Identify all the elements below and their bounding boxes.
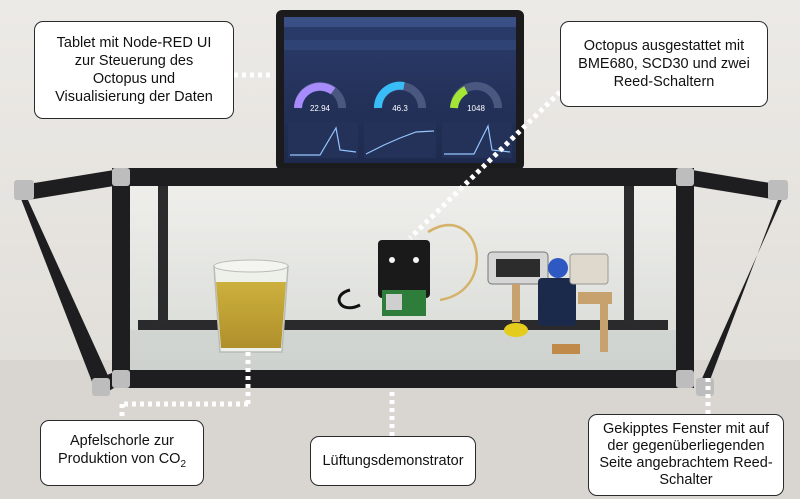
gauge-humidity-value: 46.3 [392, 104, 408, 113]
callout-octopus-line2: BME680, SCD30 und zwei [578, 56, 750, 72]
gauge-temperature: 22.94 [294, 82, 346, 113]
callout-demonstrator-label: Lüftungsdemonstrator [322, 453, 464, 469]
gauge-co2: 1048 [450, 82, 502, 113]
callout-tablet-line2: zur Steuerung des [74, 53, 194, 69]
tablet: 22.94 46.3 1048 [276, 10, 524, 170]
gauge-humidity: 46.3 [373, 81, 426, 113]
callout-fenster-line2: der gegenüberliegenden [607, 438, 765, 454]
callout-fenster-line3: Seite angebrachtem Reed- [599, 455, 773, 471]
aluminium-frame [16, 168, 788, 396]
callout-octopus-line3: Reed-Schaltern [613, 74, 715, 90]
callout-tablet: Tablet mit Node-RED UI zur Steuerung des… [34, 21, 234, 119]
callout-octopus-line1: Octopus ausgestattet mit [583, 38, 745, 54]
callout-fenster: Gekipptes Fenster mit auf der gegenüberl… [588, 414, 784, 496]
gauge-temperature-value: 22.94 [310, 104, 331, 113]
callout-octopus: Octopus ausgestattet mit BME680, SCD30 u… [560, 21, 768, 107]
gauge-co2-value: 1048 [467, 104, 485, 113]
callout-tablet-line3: Octopus und [92, 71, 176, 87]
callout-tablet-line4: Visualisierung der Daten [55, 89, 213, 105]
callout-apfelschorle-subscript: 2 [180, 458, 187, 470]
callout-tablet-line1: Tablet mit Node-RED UI [56, 35, 212, 51]
callout-apfelschorle: Apfelschorle zur Produktion von CO2 [40, 420, 204, 486]
callout-fenster-line1: Gekipptes Fenster mit auf [602, 421, 769, 437]
window-model [487, 251, 612, 354]
octopus-board [337, 223, 478, 316]
callout-demonstrator: Lüftungsdemonstrator [310, 436, 476, 486]
callout-fenster-line4: Schalter [659, 472, 713, 488]
callout-apfelschorle-line1: Apfelschorle zur [70, 433, 174, 450]
callout-apfelschorle-co: Produktion von CO [57, 451, 181, 468]
juice-glass [213, 259, 289, 353]
callout-connectors [119, 72, 711, 436]
callout-apfelschorle-line2: Produktion von CO2 [58, 450, 186, 474]
